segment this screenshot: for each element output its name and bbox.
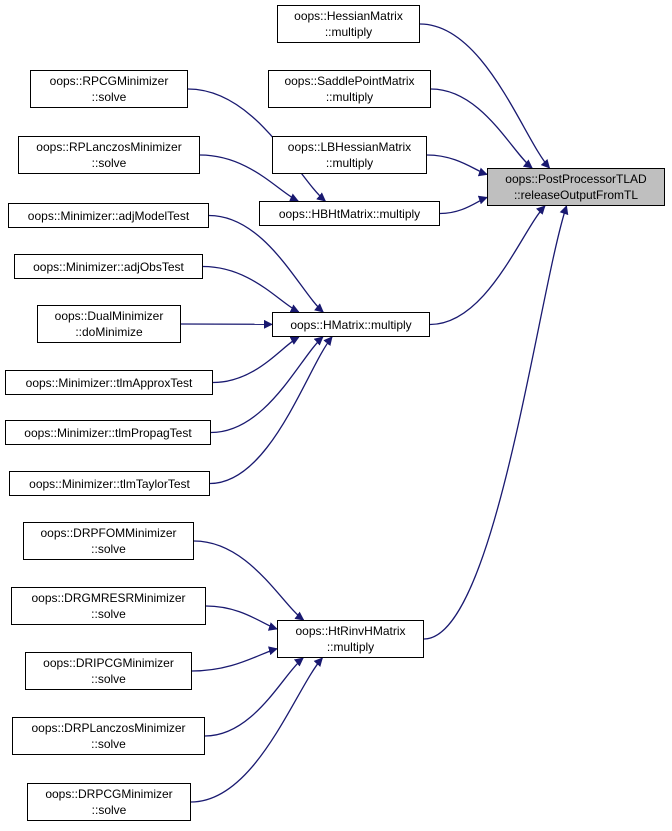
- edge-tlmtaylor-to-hmatrix: [209, 336, 333, 485]
- edge-lbhessian-to-root: [426, 154, 488, 177]
- node-rplanczosminimizer-solve[interactable]: oops::RPLanczosMinimizer ::solve: [18, 136, 200, 174]
- node-label-line1: oops::PostProcessorTLAD: [505, 172, 647, 186]
- edge-adjobs-to-hmatrix: [202, 265, 300, 313]
- node-label-line1: oops::RPCGMinimizer: [49, 74, 169, 88]
- node-hbhtmatrix-multiply[interactable]: oops::HBHtMatrix::multiply: [259, 201, 440, 226]
- node-rpcgminimizer-solve[interactable]: oops::RPCGMinimizer ::solve: [30, 70, 188, 108]
- node-minimizer-adjmodeltest[interactable]: oops::Minimizer::adjModelTest: [8, 203, 209, 228]
- node-label-line1: oops::DRPCGMinimizer: [45, 787, 173, 801]
- node-label-line2: ::doMinimize: [75, 325, 143, 339]
- edge-drpcg-to-htrinvh: [190, 657, 323, 803]
- node-postprocessortlad-releaseoutputfromtl: oops::PostProcessorTLAD ::releaseOutputF…: [487, 168, 665, 206]
- node-label-line1: oops::DRGMRESRMinimizer: [31, 591, 186, 605]
- node-label-line1: oops::DualMinimizer: [54, 309, 164, 323]
- node-label-line2: ::solve: [91, 607, 126, 621]
- edge-rplanczos-to-hbht: [199, 154, 299, 202]
- edge-tlmapprox-to-hmatrix: [212, 336, 300, 384]
- node-label-line2: ::releaseOutputFromTL: [513, 188, 639, 202]
- node-saddlepointmatrix-multiply[interactable]: oops::SaddlePointMatrix ::multiply: [268, 70, 431, 108]
- node-label-line1: oops::LBHessianMatrix: [287, 140, 412, 154]
- node-label-line2: ::multiply: [325, 156, 374, 170]
- node-drgmresrminimizer-solve[interactable]: oops::DRGMRESRMinimizer ::solve: [11, 587, 206, 625]
- node-hmatrix-multiply[interactable]: oops::HMatrix::multiply: [272, 312, 430, 337]
- node-label-line1: oops::Minimizer::tlmPropagTest: [24, 425, 192, 440]
- edge-tlmpropag-to-hmatrix: [210, 336, 324, 434]
- node-label-line2: ::solve: [91, 90, 127, 104]
- edge-adjmodel-to-hmatrix: [208, 214, 324, 313]
- node-label-line1: oops::Minimizer::tlmApproxTest: [25, 375, 193, 390]
- node-label-line1: oops::Minimizer::adjObsTest: [33, 259, 184, 274]
- node-htrinvhmatrix-multiply[interactable]: oops::HtRinvHMatrix ::multiply: [277, 620, 424, 658]
- node-label-line2: ::multiply: [326, 640, 375, 654]
- edge-saddle-to-root: [430, 88, 533, 169]
- node-label-line1: oops::Minimizer::adjModelTest: [27, 208, 190, 223]
- node-label-line2: ::solve: [91, 156, 127, 170]
- node-label-line2: ::solve: [91, 803, 127, 817]
- edge-htrinvh-to-root: [423, 205, 569, 640]
- node-dualminimizer-dominimize[interactable]: oops::DualMinimizer ::doMinimize: [37, 305, 181, 343]
- node-label-line1: oops::Minimizer::tlmTaylorTest: [29, 476, 190, 491]
- node-drplanczosminimizer-solve[interactable]: oops::DRPLanczosMinimizer ::solve: [12, 717, 205, 755]
- node-hessianmatrix-multiply[interactable]: oops::HessianMatrix ::multiply: [277, 5, 420, 43]
- node-minimizer-tlmtaylortest[interactable]: oops::Minimizer::tlmTaylorTest: [9, 471, 210, 496]
- node-minimizer-tlmapproxtest[interactable]: oops::Minimizer::tlmApproxTest: [5, 370, 213, 395]
- node-drpcgminimizer-solve[interactable]: oops::DRPCGMinimizer ::solve: [27, 783, 191, 821]
- node-label-line1: oops::HBHtMatrix::multiply: [278, 206, 421, 221]
- edge-dripcg-to-htrinvh: [191, 646, 278, 672]
- node-label-line1: oops::HessianMatrix: [294, 9, 403, 23]
- node-dripcgminimizer-solve[interactable]: oops::DRIPCGMinimizer ::solve: [25, 652, 192, 690]
- node-drpfomminimizer-solve[interactable]: oops::DRPFOMMinimizer ::solve: [23, 522, 194, 560]
- node-label-line1: oops::RPLanczosMinimizer: [36, 140, 182, 154]
- node-label-line2: ::multiply: [324, 25, 373, 39]
- node-label-line2: ::solve: [91, 737, 126, 751]
- node-label-line1: oops::HtRinvHMatrix: [295, 624, 406, 638]
- node-label-line1: oops::DRPLanczosMinimizer: [31, 721, 186, 735]
- node-label-line2: ::solve: [91, 672, 126, 686]
- edge-hmatrix-to-root: [429, 205, 546, 326]
- node-label-line2: ::solve: [91, 542, 126, 556]
- edge-drpfom-to-htrinvh: [193, 540, 305, 621]
- node-label-line1: oops::DRPFOMMinimizer: [40, 526, 177, 540]
- node-label-line1: oops::HMatrix::multiply: [290, 317, 412, 332]
- edge-drgmresr-to-htrinvh: [205, 605, 278, 631]
- node-minimizer-tlmpropagtest[interactable]: oops::Minimizer::tlmPropagTest: [5, 420, 211, 445]
- edge-hbht-to-root: [439, 195, 488, 215]
- node-minimizer-adjobstest[interactable]: oops::Minimizer::adjObsTest: [14, 254, 203, 279]
- node-label-line2: ::multiply: [325, 90, 374, 104]
- node-label-line1: oops::DRIPCGMinimizer: [43, 656, 174, 670]
- node-lbhessianmatrix-multiply[interactable]: oops::LBHessianMatrix ::multiply: [272, 136, 427, 174]
- edge-drplanczos-to-htrinvh: [204, 657, 304, 737]
- edge-hessian-to-root: [419, 23, 551, 169]
- node-label-line1: oops::SaddlePointMatrix: [284, 74, 415, 88]
